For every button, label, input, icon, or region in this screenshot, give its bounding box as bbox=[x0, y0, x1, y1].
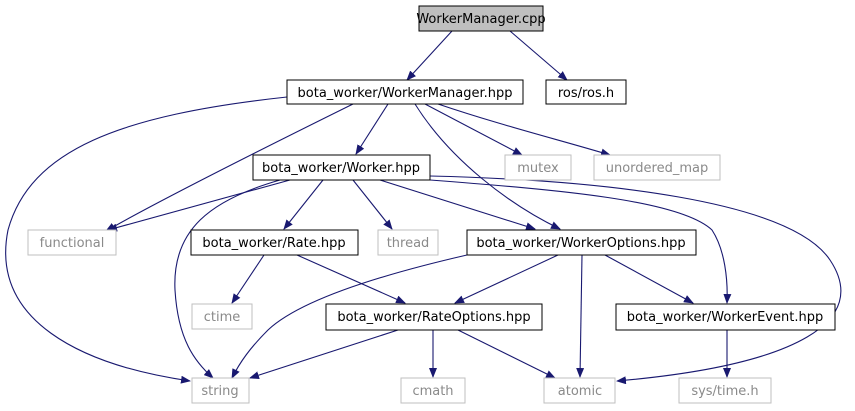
node-label: functional bbox=[40, 236, 105, 251]
edge-worker-hpp-to-string bbox=[174, 179, 281, 379]
node-label: unordered_map bbox=[606, 161, 709, 176]
edge-workermanager-hpp-to-worker-hpp bbox=[355, 103, 389, 155]
node-worker-hpp[interactable]: bota_worker/Worker.hpp bbox=[252, 154, 431, 181]
node-ros-h[interactable]: ros/ros.h bbox=[545, 79, 627, 105]
node-label: bota_worker/WorkerManager.hpp bbox=[298, 86, 513, 101]
edge-workermanager-cpp-to-ros-h bbox=[509, 30, 568, 81]
edge-worker-hpp-to-thread bbox=[352, 179, 393, 230]
node-workermanager-cpp[interactable]: WorkerManager.cpp bbox=[416, 5, 546, 32]
edge-workeroptions-hpp-to-string bbox=[231, 254, 468, 379]
node-label: bota_worker/Rate.hpp bbox=[202, 236, 345, 251]
edge-rate-hpp-to-ctime bbox=[231, 254, 265, 304]
node-thread[interactable]: thread bbox=[377, 229, 439, 256]
edge-workermanager-hpp-to-string bbox=[5, 96, 288, 384]
edge-worker-hpp-to-functional bbox=[107, 179, 291, 232]
node-workeroptions-hpp[interactable]: bota_worker/WorkerOptions.hpp bbox=[466, 229, 697, 256]
edge-workeroptions-hpp-to-rateoptions-hpp bbox=[454, 254, 559, 304]
node-label: cmath bbox=[412, 384, 453, 399]
node-label: bota_worker/WorkerEvent.hpp bbox=[627, 310, 823, 325]
node-string[interactable]: string bbox=[191, 377, 250, 404]
edge-worker-hpp-to-workerevent-hpp bbox=[429, 179, 732, 304]
edge-workermanager-hpp-to-mutex bbox=[424, 103, 523, 156]
edge-workermanager-hpp-to-workeroptions-hpp bbox=[414, 103, 561, 230]
edge-workermanager-cpp-to-workermanager-hpp bbox=[406, 30, 453, 81]
node-rateoptions-hpp[interactable]: bota_worker/RateOptions.hpp bbox=[325, 303, 543, 331]
node-ctime[interactable]: ctime bbox=[191, 303, 253, 330]
node-functional[interactable]: functional bbox=[27, 229, 117, 256]
edge-workermanager-hpp-to-unordered-map bbox=[437, 103, 611, 157]
node-label: sys/time.h bbox=[691, 384, 758, 399]
node-mutex[interactable]: mutex bbox=[504, 154, 572, 181]
node-label: WorkerManager.cpp bbox=[416, 12, 545, 27]
node-workerevent-hpp[interactable]: bota_worker/WorkerEvent.hpp bbox=[615, 303, 836, 331]
edge-workeroptions-hpp-to-atomic bbox=[576, 254, 585, 378]
node-workermanager-hpp[interactable]: bota_worker/WorkerManager.hpp bbox=[286, 79, 524, 105]
edge-workermanager-hpp-to-functional bbox=[105, 103, 354, 232]
node-label: bota_worker/Worker.hpp bbox=[262, 161, 420, 176]
node-label: bota_worker/WorkerOptions.hpp bbox=[476, 236, 685, 251]
node-cmath[interactable]: cmath bbox=[400, 377, 466, 404]
edge-rateoptions-hpp-to-string bbox=[249, 329, 399, 380]
edge-rate-hpp-to-rateoptions-hpp bbox=[296, 254, 406, 304]
edge-rateoptions-hpp-to-atomic bbox=[457, 329, 556, 379]
node-label: mutex bbox=[517, 161, 559, 176]
edge-worker-hpp-to-workeroptions-hpp bbox=[379, 179, 536, 231]
node-label: bota_worker/RateOptions.hpp bbox=[337, 310, 530, 325]
node-sys-time-h[interactable]: sys/time.h bbox=[678, 377, 772, 404]
node-atomic[interactable]: atomic bbox=[543, 377, 616, 404]
node-label: string bbox=[201, 384, 238, 399]
edge-worker-hpp-to-rate-hpp bbox=[283, 179, 324, 230]
node-label: ctime bbox=[204, 310, 241, 325]
edge-workeroptions-hpp-to-workerevent-hpp bbox=[604, 254, 694, 304]
node-label: thread bbox=[387, 236, 430, 251]
node-label: ros/ros.h bbox=[558, 86, 614, 101]
edge-worker-hpp-to-atomic bbox=[429, 175, 842, 385]
node-rate-hpp[interactable]: bota_worker/Rate.hpp bbox=[190, 229, 359, 256]
node-label: atomic bbox=[558, 384, 602, 399]
node-unordered-map[interactable]: unordered_map bbox=[593, 154, 721, 181]
